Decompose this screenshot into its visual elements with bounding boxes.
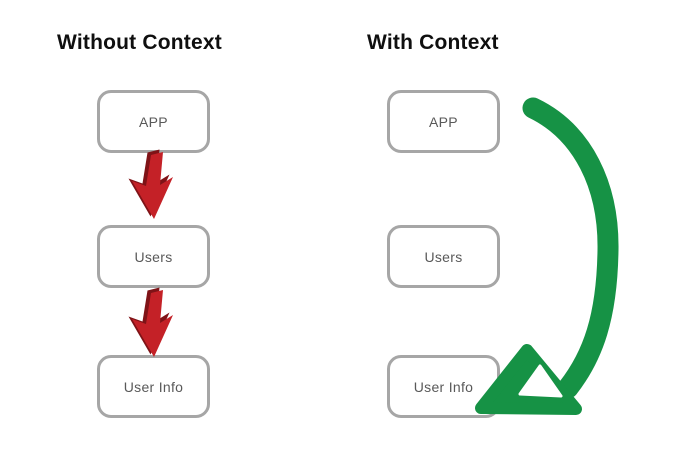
right-userinfo-label: User Info — [413, 378, 474, 395]
right-users-box: Users — [387, 225, 500, 288]
left-userinfo-label: User Info — [123, 378, 184, 395]
left-app-box: APP — [97, 90, 210, 153]
left-app-label: APP — [139, 113, 168, 130]
red-3d-arrow-users-to-userinfo-icon — [128, 287, 173, 357]
left-users-label: Users — [134, 248, 173, 265]
green-curved-arrow-icon — [475, 97, 619, 415]
left-users-box: Users — [97, 225, 210, 288]
right-app-label: APP — [429, 113, 458, 130]
left-userinfo-box: User Info — [97, 355, 210, 418]
right-users-label: Users — [424, 248, 463, 265]
red-3d-arrow-app-to-users-icon — [128, 149, 173, 219]
left-panel-title: Without Context — [57, 31, 222, 54]
right-app-box: APP — [387, 90, 500, 153]
right-userinfo-box: User Info — [387, 355, 500, 418]
right-panel-title: With Context — [367, 31, 499, 54]
